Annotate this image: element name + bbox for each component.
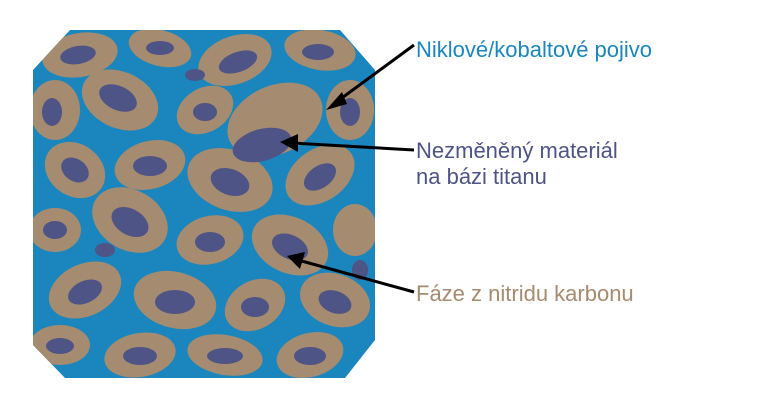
nitride-arrowhead — [287, 252, 305, 269]
titanium-label: Nezměněný materiál na bázi titanu — [416, 138, 618, 190]
titanium-arrowhead — [280, 134, 298, 152]
nitride-pointer-line — [297, 258, 415, 294]
binder-phase — [33, 30, 375, 378]
binder-label: Niklové/kobaltové pojivo — [416, 37, 653, 62]
nitride-label: Fáze z nitridu karbonu — [416, 281, 634, 306]
nitride-phase-grains — [33, 30, 375, 378]
titanium-pointer-line — [291, 141, 415, 152]
pointer-lines — [280, 43, 415, 294]
titanium-label-line2: na bázi titanu — [416, 164, 547, 189]
microstructure-grains — [33, 30, 375, 378]
binder-arrowhead — [326, 92, 347, 110]
binder-pointer-line — [334, 43, 415, 105]
titanium-label-line1: Nezměněný materiál — [416, 138, 618, 163]
